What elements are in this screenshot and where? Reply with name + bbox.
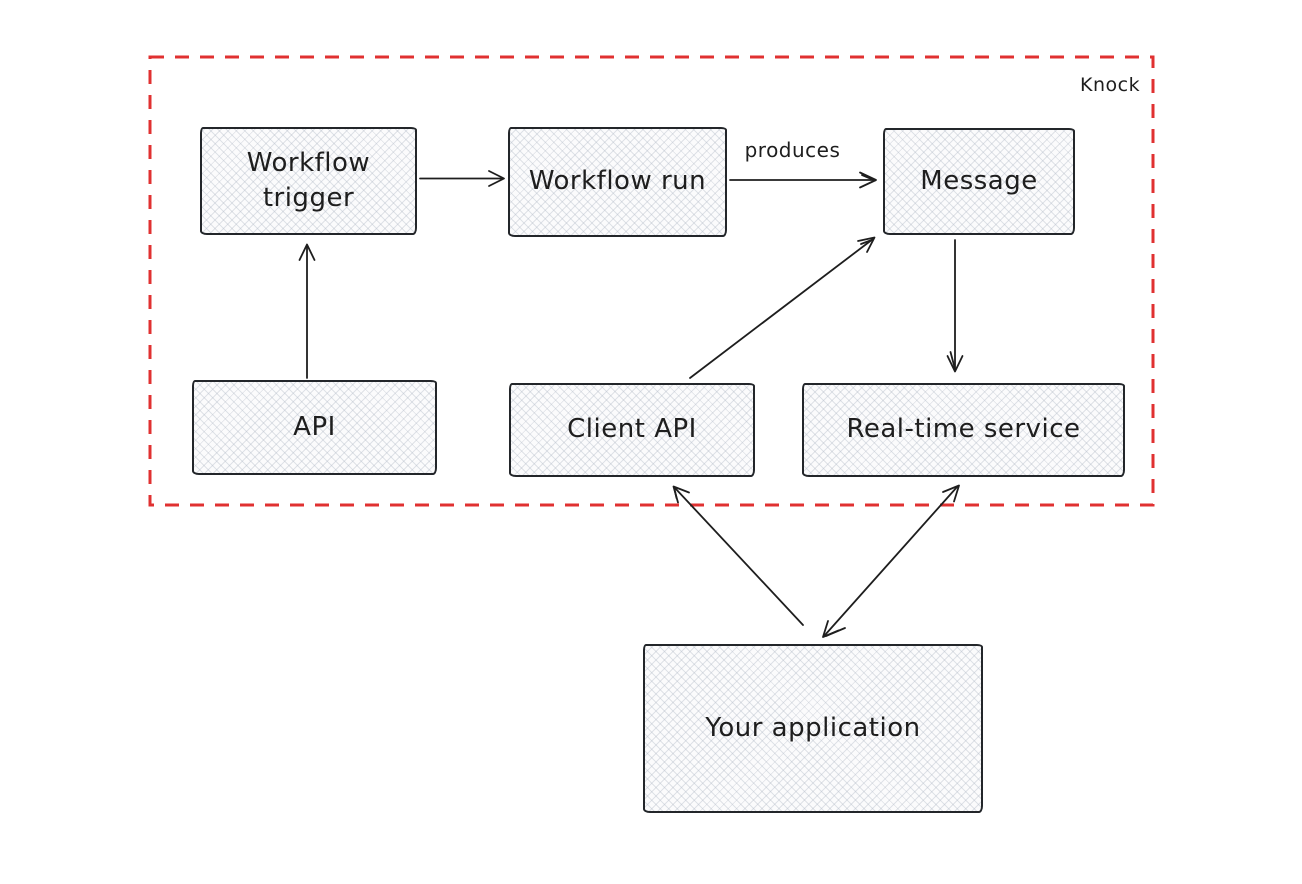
node-message: Message: [883, 128, 1075, 235]
node-api: API: [192, 380, 437, 475]
node-client-api: Client API: [509, 383, 755, 477]
node-real-time-service: Real-time service: [802, 383, 1125, 477]
arrow-your-application-to-real-time-service: [822, 484, 960, 638]
arrow-workflow-trigger-to-workflow-run: [419, 170, 505, 187]
node-your-application: Your application: [643, 644, 983, 813]
knock-boundary-label: Knock: [1080, 74, 1141, 96]
arrow-api-to-workflow-trigger: [298, 243, 316, 379]
arrow-your-application-to-client-api: [672, 485, 804, 626]
arrow-client-api-to-message: [689, 236, 876, 379]
arrow-message-to-real-time-service: [946, 239, 964, 373]
node-workflow-run: Workflow run: [508, 127, 727, 237]
knock-boundary: [148, 55, 1155, 507]
arrow-workflow-run-to-message: [729, 171, 877, 189]
edge-label-produces: produces: [744, 138, 841, 162]
node-workflow-trigger: Workflow trigger: [200, 127, 417, 235]
